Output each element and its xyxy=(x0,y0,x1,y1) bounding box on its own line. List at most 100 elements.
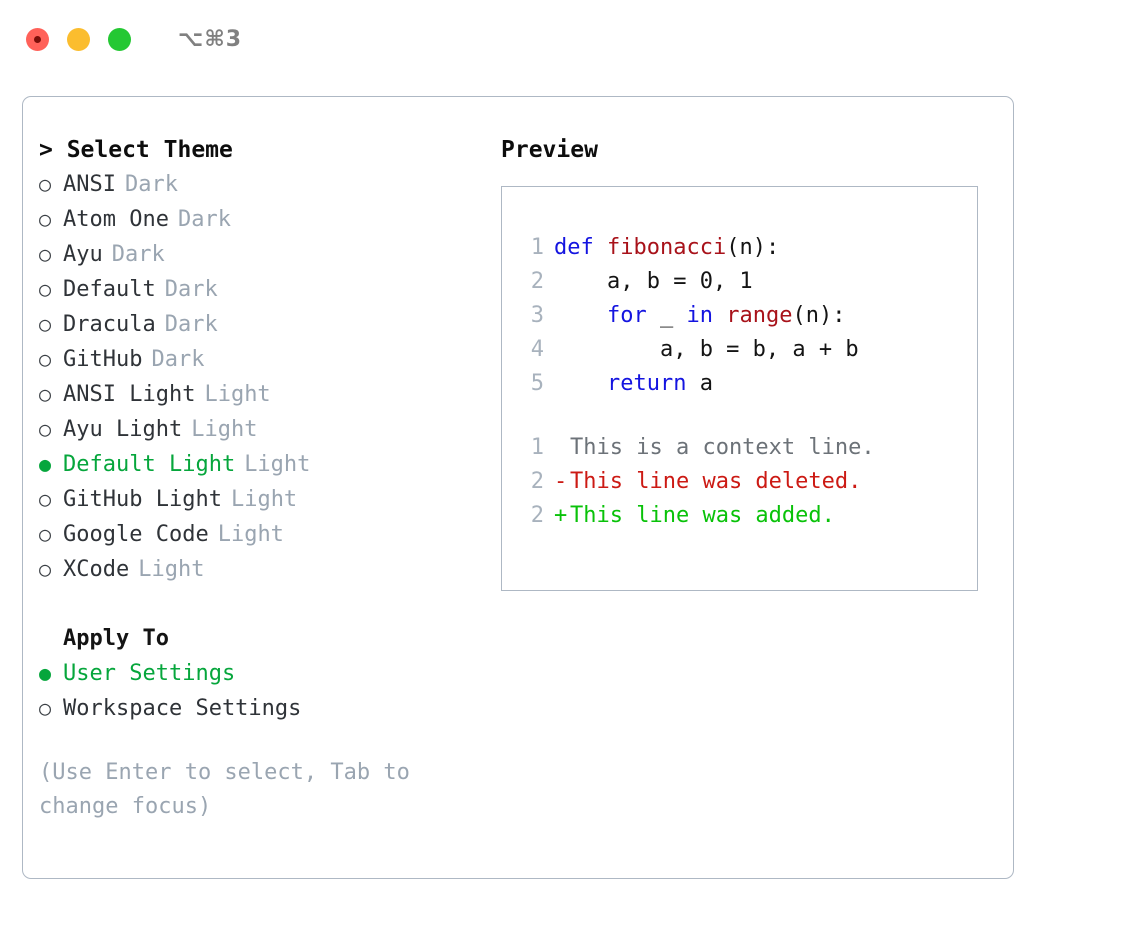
title-bar: ⌥⌘3 xyxy=(0,0,1140,78)
code-token-plain: a, b = b, a + b xyxy=(554,337,859,362)
theme-option-label: Google Code xyxy=(63,522,209,547)
theme-option-label: GitHub xyxy=(63,347,143,372)
theme-option-ansi-light[interactable]: ○ ANSI Light Light xyxy=(39,377,494,412)
theme-variant-badge: Light xyxy=(138,557,205,582)
code-token-plain: _ xyxy=(646,303,687,328)
theme-option-label: Default xyxy=(63,277,156,302)
hint-line-1: (Use Enter to select, Tab to xyxy=(39,760,410,785)
list-spacer xyxy=(39,587,494,621)
theme-variant-badge: Light xyxy=(244,452,311,477)
radio-unselected-icon: ○ xyxy=(39,207,52,231)
diff-marker: - xyxy=(554,469,568,494)
radio-unselected-icon: ○ xyxy=(39,382,52,406)
maximize-window-button[interactable] xyxy=(108,27,131,51)
apply-to-option-list: ● User Settings ○ Workspace Settings xyxy=(39,656,494,726)
code-line: 3 for _ in range(n): xyxy=(516,299,977,333)
code-token-kw: in xyxy=(686,303,727,328)
traffic-light-buttons xyxy=(26,27,131,51)
code-token-plain: a xyxy=(686,371,713,396)
theme-option-label: GitHub Light xyxy=(63,487,222,512)
code-line: 5 return a xyxy=(516,367,977,401)
theme-option-label: XCode xyxy=(63,557,130,582)
theme-option-default-light[interactable]: ● Default Light Light xyxy=(39,447,494,482)
code-line-number: 4 xyxy=(530,337,544,362)
radio-unselected-icon: ○ xyxy=(39,557,52,581)
diff-line-number: 1 xyxy=(530,435,544,460)
theme-option-label: Atom One xyxy=(63,207,169,232)
minimize-window-button[interactable] xyxy=(67,27,90,51)
hint-line-2: change focus) xyxy=(39,794,212,819)
radio-unselected-icon: ○ xyxy=(39,347,52,371)
select-theme-heading: > Select Theme xyxy=(39,137,233,163)
radio-unselected-icon: ○ xyxy=(39,172,52,196)
code-token-fn: range xyxy=(726,303,793,328)
code-line-number: 2 xyxy=(530,269,544,294)
code-line: 4 a, b = b, a + b xyxy=(516,333,977,367)
code-token-kw: for xyxy=(606,303,647,328)
close-window-button[interactable] xyxy=(26,27,49,51)
theme-variant-badge: Dark xyxy=(177,207,231,232)
radio-selected-icon: ● xyxy=(39,452,52,476)
radio-unselected-icon: ○ xyxy=(39,487,52,511)
apply-to-bullet-placeholder xyxy=(39,621,63,655)
code-line-number: 1 xyxy=(530,235,544,260)
theme-variant-badge: Light xyxy=(217,522,284,547)
radio-unselected-icon: ○ xyxy=(39,417,52,441)
theme-option-google-code[interactable]: ○ Google Code Light xyxy=(39,517,494,552)
code-token-plain xyxy=(554,367,607,401)
diff-line-number: 2 xyxy=(530,469,544,494)
theme-variant-badge: Light xyxy=(204,382,271,407)
radio-unselected-icon: ○ xyxy=(39,522,52,546)
theme-variant-badge: Dark xyxy=(164,277,218,302)
theme-option-label: Ayu xyxy=(63,242,103,267)
keyboard-shortcut-label: ⌥⌘3 xyxy=(178,26,243,52)
code-line-number: 3 xyxy=(530,303,544,328)
apply-to-option-label: User Settings xyxy=(63,661,236,686)
apply-to-heading-label: Apply To xyxy=(63,626,169,651)
code-token-plain xyxy=(554,299,607,333)
theme-variant-badge: Dark xyxy=(124,172,178,197)
preview-heading: Preview xyxy=(501,137,598,163)
diff-line-add: 2+This line was added. xyxy=(516,499,977,533)
theme-option-github-light[interactable]: ○ GitHub Light Light xyxy=(39,482,494,517)
radio-selected-icon: ● xyxy=(39,661,52,685)
theme-variant-badge: Light xyxy=(230,487,298,512)
code-line-number: 5 xyxy=(530,371,544,396)
code-token-fn: fibonacci xyxy=(606,235,727,260)
theme-option-label: Ayu Light xyxy=(63,417,183,442)
diff-marker: + xyxy=(554,503,568,528)
theme-option-ansi[interactable]: ○ ANSI Dark xyxy=(39,167,494,202)
theme-option-label: ANSI xyxy=(63,172,116,197)
apply-to-option-label: Workspace Settings xyxy=(63,696,302,721)
code-token-kw: return xyxy=(606,371,687,396)
theme-option-xcode[interactable]: ○ XCode Light xyxy=(39,552,494,587)
theme-option-atom-one[interactable]: ○ Atom One Dark xyxy=(39,202,494,237)
radio-unselected-icon: ○ xyxy=(39,696,52,720)
theme-option-label: ANSI Light xyxy=(63,382,196,407)
apply-to-option-user-settings[interactable]: ● User Settings xyxy=(39,656,494,691)
diff-line-del: 2-This line was deleted. xyxy=(516,465,977,499)
apply-to-option-workspace-settings[interactable]: ○ Workspace Settings xyxy=(39,691,494,726)
code-token-plain: (n): xyxy=(726,235,780,260)
diff-line-ctx: 1 This is a context line. xyxy=(516,431,977,465)
diff-line-text: This is a context line. xyxy=(570,435,875,460)
theme-variant-badge: Dark xyxy=(164,312,218,337)
code-token-plain: (n): xyxy=(792,303,846,328)
radio-unselected-icon: ○ xyxy=(39,312,52,336)
keyboard-hint-text: (Use Enter to select, Tab to change focu… xyxy=(39,756,449,824)
theme-option-label: Default Light xyxy=(63,452,236,477)
preview-gap xyxy=(516,401,977,431)
